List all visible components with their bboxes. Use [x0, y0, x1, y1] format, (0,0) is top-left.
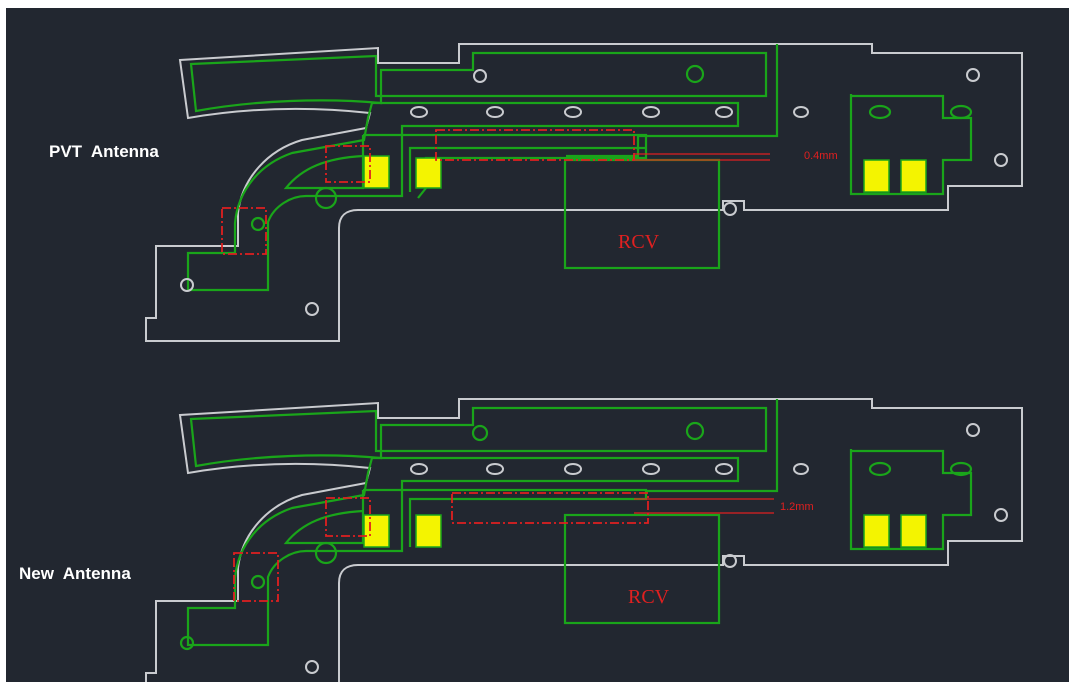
pvt-board-outline	[145, 43, 1023, 342]
new-mounting-hole	[685, 421, 705, 441]
new-mounting-hole	[966, 423, 980, 437]
pvt-mounting-hole	[305, 302, 319, 316]
new-gap-dimension: 1.2mm	[780, 501, 814, 513]
new-mounting-hole	[179, 635, 195, 651]
new-antenna-label: New Antenna	[19, 564, 131, 583]
pvt-mounting-hole	[723, 202, 737, 216]
new-highlight-box	[451, 492, 649, 524]
new-rcv-outline	[563, 513, 721, 625]
pvt-slot-hole	[486, 106, 504, 118]
pvt-contact-pad	[863, 159, 890, 193]
new-mounting-hole	[723, 554, 737, 568]
new-mounting-hole	[250, 574, 266, 590]
pvt-slot-hole	[793, 106, 809, 118]
pvt-mounting-hole	[994, 153, 1008, 167]
new-mounting-hole	[305, 660, 319, 674]
new-slot-hole	[949, 461, 973, 477]
new-slot-hole	[868, 461, 892, 477]
pvt-highlight-box	[435, 129, 635, 161]
pvt-slot-hole	[715, 106, 733, 118]
pvt-slot-hole	[949, 104, 973, 120]
pvt-mounting-hole	[314, 186, 338, 210]
pvt-highlight-box	[325, 145, 371, 183]
new-contact-pad	[415, 514, 442, 548]
pvt-mounting-hole	[966, 68, 980, 82]
pvt-right-trace	[566, 44, 973, 196]
pvt-highlight-box	[221, 207, 267, 255]
pvt-mounting-hole	[473, 69, 487, 83]
pvt-contact-pad	[900, 159, 927, 193]
new-slot-hole	[715, 463, 733, 475]
new-slot-hole	[410, 463, 428, 475]
new-slot-hole	[486, 463, 504, 475]
new-slot-hole	[642, 463, 660, 475]
pvt-mounting-hole	[685, 64, 705, 84]
pvt-antenna-layout: RCV 0.4mm	[145, 43, 1023, 342]
new-contact-pad	[900, 514, 927, 548]
pvt-contact-pad	[363, 155, 390, 189]
pvt-gap-dimension: 0.4mm	[804, 150, 838, 162]
pvt-antenna-label: PVT Antenna	[49, 142, 159, 161]
pvt-slot-hole	[564, 106, 582, 118]
new-board-outline	[145, 398, 1023, 682]
pvt-slot-hole	[868, 104, 892, 120]
diagram-canvas: RCV 0.4mm	[6, 8, 1069, 682]
pvt-antenna-trace-upper	[189, 51, 768, 113]
new-antenna-layout: RCV 1.2mm	[145, 398, 1023, 682]
antenna-layout-drawing: RCV 0.4mm	[145, 43, 1023, 682]
pvt-mounting-hole	[250, 216, 266, 232]
pvt-rcv-label: RCV	[618, 231, 660, 253]
pvt-contact-pad	[415, 157, 442, 189]
new-mounting-hole	[314, 541, 338, 565]
pvt-mounting-hole	[180, 278, 194, 292]
new-contact-pad	[363, 514, 390, 548]
new-mounting-hole	[994, 508, 1008, 522]
new-highlight-box	[325, 497, 371, 537]
new-slot-hole	[564, 463, 582, 475]
pvt-slot-hole	[642, 106, 660, 118]
new-contact-pad	[863, 514, 890, 548]
new-slot-hole	[793, 463, 809, 475]
pvt-slot-hole	[410, 106, 428, 118]
new-right-trace	[646, 399, 973, 551]
new-mounting-hole	[471, 424, 489, 442]
new-highlight-box	[233, 552, 279, 602]
new-antenna-trace-main	[186, 456, 740, 647]
pvt-antenna-trace-main	[186, 101, 740, 292]
new-antenna-trace-upper	[189, 406, 768, 468]
new-rcv-label: RCV	[628, 586, 670, 608]
